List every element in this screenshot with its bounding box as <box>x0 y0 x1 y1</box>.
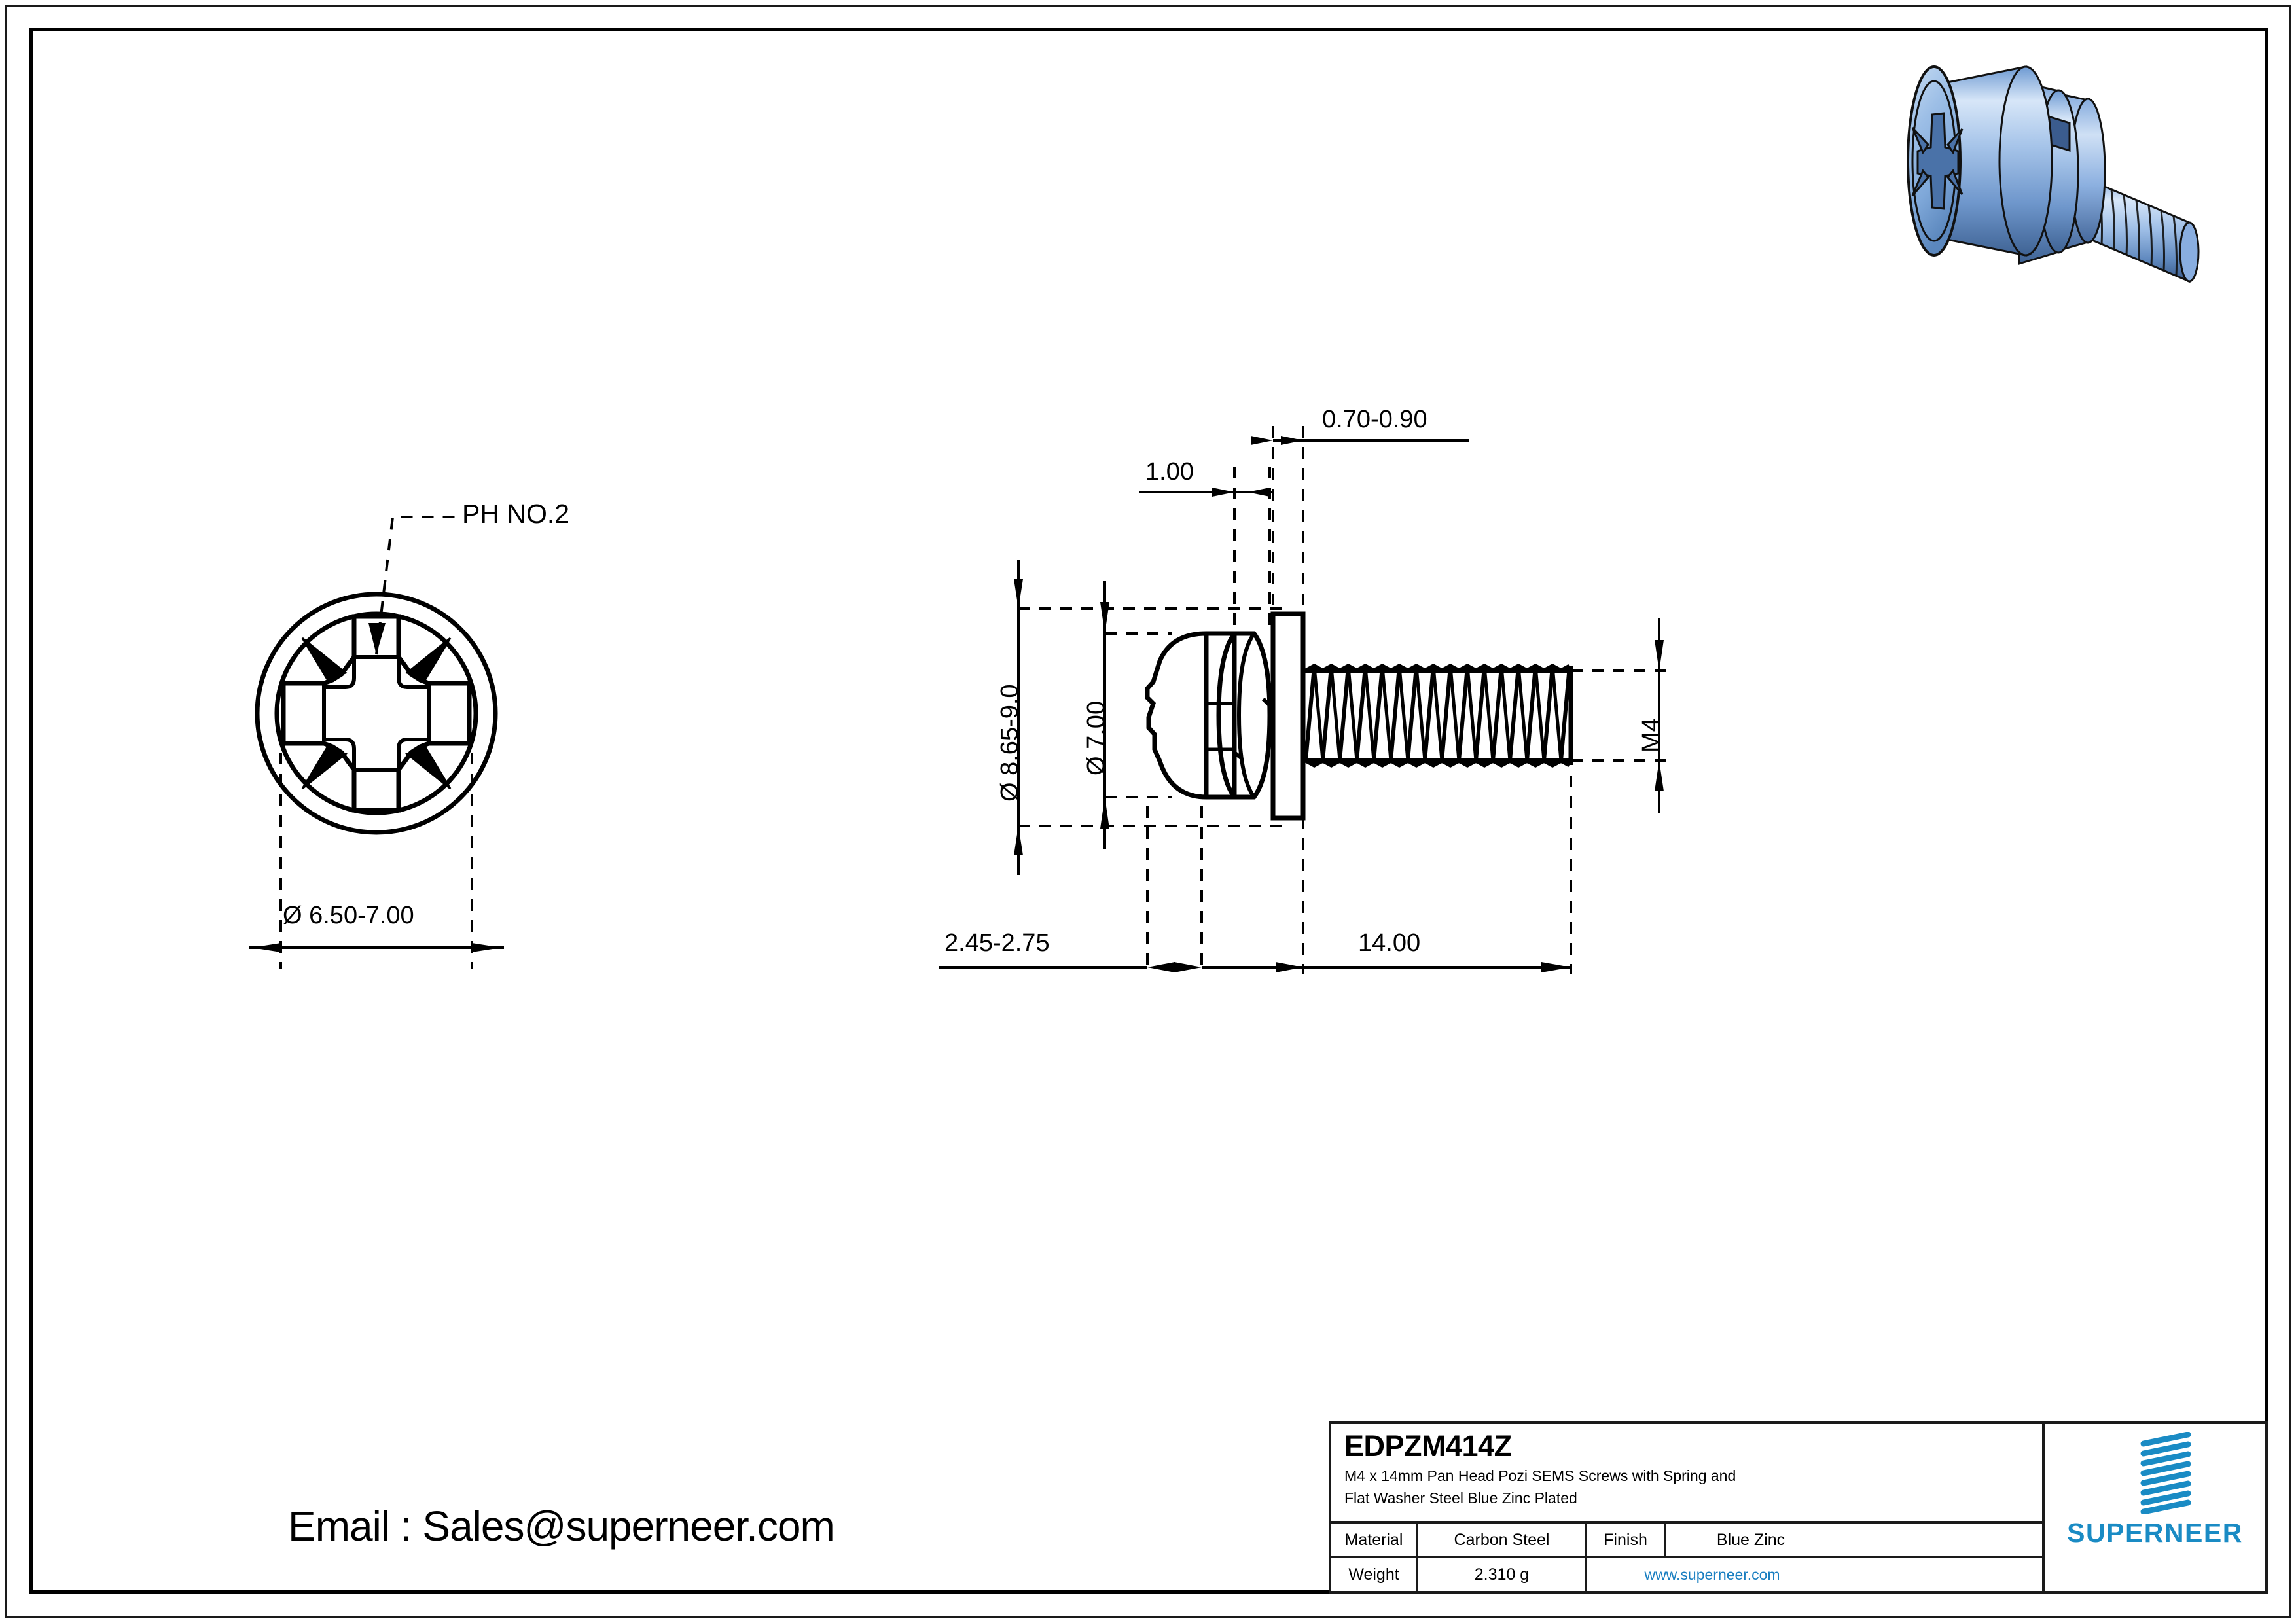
finish-value: Blue Zinc <box>1716 1530 1785 1549</box>
title-block: EDPZM414Z M4 x 14mm Pan Head Pozi SEMS S… <box>1329 1421 2268 1594</box>
flat-washer <box>1270 611 1306 821</box>
weight-label: Weight <box>1331 1558 1418 1591</box>
title-block-row-weight: Weight 2.310 g www.superneer.com <box>1331 1558 2042 1591</box>
brand-name: SUPERNEER <box>2067 1518 2243 1548</box>
dim-label-thread-length: 14.00 <box>1358 929 1421 957</box>
contact-email: Email : Sales@superneer.com <box>288 1503 835 1550</box>
part-description-line-1: M4 x 14mm Pan Head Pozi SEMS Screws with… <box>1344 1467 1736 1485</box>
dim-head-height <box>939 806 1203 974</box>
spring-washer <box>1216 631 1272 800</box>
dim-label-head-diameter-overall: Ø 8.65-9.0 <box>996 684 1024 802</box>
dim-flat-washer-thickness <box>1251 419 1469 605</box>
render-pozidriv-recess <box>1911 112 1964 210</box>
sheet-outer-border <box>5 5 2291 1618</box>
dim-spring-washer-thickness <box>1139 465 1273 625</box>
website-cell[interactable]: www.superneer.com <box>1587 1558 1837 1591</box>
dim-label-bolt-circle-diameter: Ø 6.50-7.00 <box>283 902 414 929</box>
dim-label-flat-washer-thickness: 0.70-0.90 <box>1322 406 1427 433</box>
drive-leader-line <box>368 516 458 655</box>
brand-logo: SUPERNEER <box>2045 1424 2265 1591</box>
sheet-inner-border <box>29 28 2268 1594</box>
dim-thread-size <box>1571 618 1676 813</box>
superneer-logo-icon <box>2140 1432 2191 1514</box>
part-description-line-2: Flat Washer Steel Blue Zinc Plated <box>1344 1489 1577 1507</box>
isometric-screw-render <box>1907 65 2200 283</box>
dim-thread-length <box>1202 776 1572 974</box>
dim-label-thread-size: M4 <box>1638 718 1665 753</box>
drive-type-label: PH NO.2 <box>462 499 570 529</box>
title-block-header: EDPZM414Z M4 x 14mm Pan Head Pozi SEMS S… <box>1331 1424 2042 1524</box>
threaded-shank <box>1303 664 1573 768</box>
pozidriv-recess <box>281 614 472 813</box>
dim-head-diameter-overall <box>1014 560 1283 875</box>
head-end-view-geometry <box>249 516 504 969</box>
side-view-geometry <box>939 419 1676 974</box>
dim-label-head-height: 2.45-2.75 <box>944 929 1050 957</box>
website-link[interactable]: www.superneer.com <box>1644 1565 1780 1583</box>
dim-head-diameter-inner <box>1100 581 1172 849</box>
dim-label-head-diameter-inner: Ø 7.00 <box>1083 700 1110 776</box>
material-value: Carbon Steel <box>1418 1524 1587 1556</box>
title-block-info: EDPZM414Z M4 x 14mm Pan Head Pozi SEMS S… <box>1331 1424 2045 1591</box>
part-number: EDPZM414Z <box>1344 1429 1512 1463</box>
part-description: M4 x 14mm Pan Head Pozi SEMS Screws with… <box>1344 1465 2042 1509</box>
weight-value: 2.310 g <box>1418 1558 1587 1591</box>
title-block-row-material: Material Carbon Steel Finish Blue Zinc <box>1331 1524 2042 1558</box>
dim-label-spring-washer-thickness: 1.00 <box>1145 458 1194 486</box>
finish-label: Finish <box>1587 1524 1666 1556</box>
material-label: Material <box>1331 1524 1418 1556</box>
